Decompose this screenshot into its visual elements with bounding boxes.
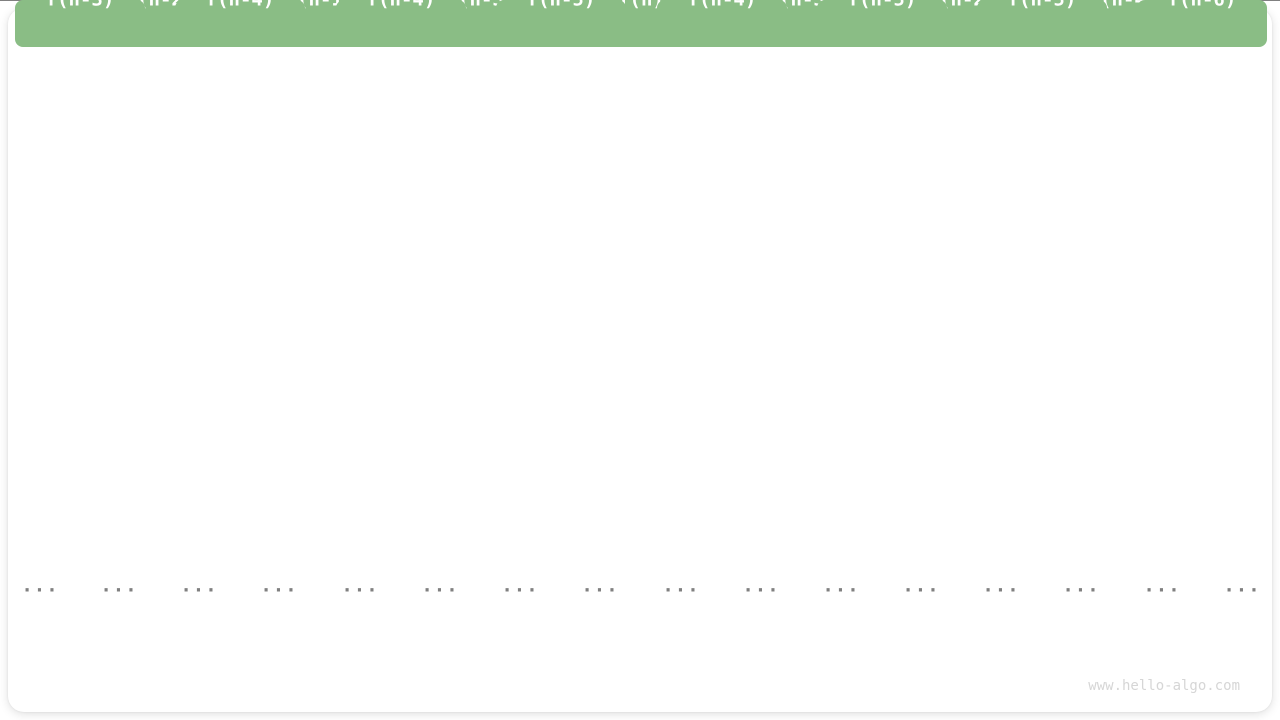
ellipsis-label: ... [1223,575,1260,597]
node-box [1137,0,1267,47]
node-label: f(n-4) [367,0,436,11]
ellipsis-label: ... [662,575,699,597]
node-label: f(n-2) [126,0,195,11]
node-label: f(n-4) [1089,0,1158,11]
tree-node[interactable]: f(n-4) [657,0,787,47]
ellipsis-label: ... [902,575,939,597]
ellipsis-label: ... [742,575,779,597]
node-label: f(n-5) [527,0,596,11]
ellipsis-label: ... [21,575,58,597]
ellipsis-label: ... [501,575,538,597]
node-label: f(n-3) [46,0,115,11]
tree-node[interactable]: f(n-4) [336,0,466,47]
ellipsis-label: ... [100,575,137,597]
node-label: f(n-4) [206,0,275,11]
tree-node[interactable]: f(n-6) [1137,0,1267,47]
tree-node[interactable]: f(n-4) [175,0,305,47]
tree-node[interactable]: f(n-5) [977,0,1107,47]
watermark: www.hello-algo.com [1088,678,1240,694]
node-label: f(n-4) [688,0,757,11]
node-label: f(n-1) [286,0,355,11]
ellipsis-label: ... [260,575,297,597]
node-label: f(n-3) [768,0,837,11]
node-label: f(n-5) [848,0,917,11]
ellipsis-label: ... [421,575,458,597]
node-box [657,0,787,47]
ellipsis-label: ... [982,575,1019,597]
diagram-paper [8,8,1272,712]
ellipsis-label: ... [180,575,217,597]
node-label: f(n-6) [1168,0,1237,11]
node-label: f(n) [618,0,664,11]
ellipsis-label: ... [581,575,618,597]
node-label: f(n-5) [1008,0,1077,11]
nodes-group: f(n) f(n-1) f(n-2) f(n-2) f(n-3) f(n-3) f(n-4)… [15,0,1267,47]
node-box [496,0,626,47]
ellipsis-label: ... [1062,575,1099,597]
node-label: f(n-2) [928,0,997,11]
node-box [336,0,466,47]
ellipsis-label: ... [822,575,859,597]
node-box [15,0,145,47]
ellipsis-group: ........................................… [21,575,1260,597]
node-box [817,0,947,47]
ellipsis-label: ... [1143,575,1180,597]
tree-node[interactable]: f(n-5) [496,0,626,47]
node-box [977,0,1107,47]
node-label: f(n-3) [447,0,516,11]
node-box [175,0,305,47]
tree-node[interactable]: f(n-5) [817,0,947,47]
ellipsis-label: ... [341,575,378,597]
tree-node[interactable]: f(n-3) [15,0,145,47]
